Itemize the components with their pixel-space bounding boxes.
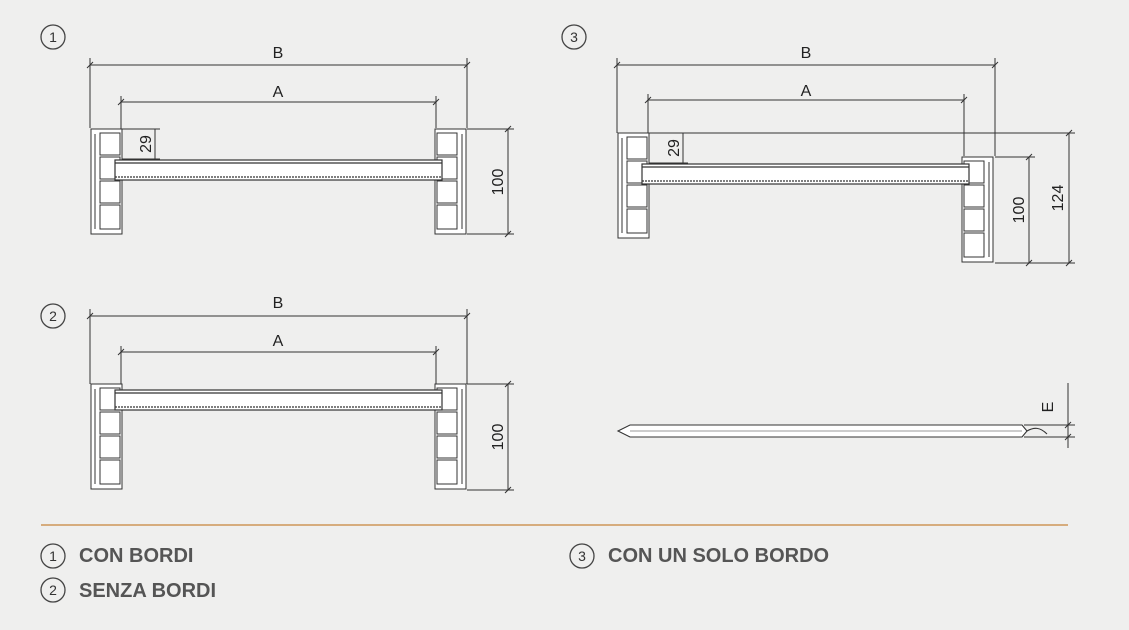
legend-number: 3 xyxy=(578,548,586,564)
legend-item-con-bordi: 1 CON BORDI xyxy=(40,543,193,569)
dimension-b-label: B xyxy=(273,295,284,312)
dimension-100-label: 100 xyxy=(1011,197,1028,224)
dimension-100 xyxy=(467,125,514,238)
legend-number: 2 xyxy=(49,582,57,598)
dimension-b-label: B xyxy=(801,45,812,62)
figure-number-badge xyxy=(40,303,66,329)
profile-bar xyxy=(616,424,1048,438)
figure-1: 1 B A 29 100 xyxy=(40,24,514,238)
legend-number-badge xyxy=(569,543,595,569)
dimension-100-label: 100 xyxy=(490,169,507,196)
figure-number-badge xyxy=(561,24,587,50)
dimension-b xyxy=(86,58,471,128)
legend-item-con-un-solo-bordo: 3 CON UN SOLO BORDO xyxy=(569,543,829,569)
dimension-b xyxy=(86,309,471,384)
dimension-a-label: A xyxy=(273,84,284,101)
dimension-a xyxy=(117,346,440,384)
legend-number: 1 xyxy=(49,548,57,564)
dimension-e-label: E xyxy=(1040,402,1057,413)
dimension-a-label: A xyxy=(273,333,284,350)
dimension-b-label: B xyxy=(273,45,284,62)
dimension-29-label: 29 xyxy=(666,139,683,157)
figure-number: 2 xyxy=(49,308,57,324)
grating-bar xyxy=(114,389,443,411)
legend-item-senza-bordi: 2 SENZA BORDI xyxy=(40,577,216,603)
left-frame xyxy=(90,128,123,235)
legend-number-badge xyxy=(40,577,66,603)
grating-bar xyxy=(114,159,443,181)
dimension-a xyxy=(644,94,968,164)
legend-number-badge xyxy=(40,543,66,569)
figure-2: 2 B A 100 xyxy=(40,295,514,494)
figure-4-profile: E xyxy=(616,383,1075,448)
dimension-100 xyxy=(467,380,514,494)
dimension-b xyxy=(613,58,999,156)
dimension-124-label: 124 xyxy=(1050,185,1067,212)
dimension-124 xyxy=(1065,129,1073,267)
legend-label: CON UN SOLO BORDO xyxy=(608,545,829,567)
dimension-a xyxy=(117,96,440,160)
left-frame xyxy=(617,132,650,239)
figure-3: 3 B A 29 100 xyxy=(561,24,1075,267)
legend-label: CON BORDI xyxy=(79,545,193,567)
dimension-29 xyxy=(648,132,1075,164)
figure-number: 1 xyxy=(49,29,57,45)
dimension-a-label: A xyxy=(801,83,812,100)
dimension-100 xyxy=(995,153,1075,267)
dimension-29-label: 29 xyxy=(138,135,155,153)
dimension-e xyxy=(1024,383,1075,448)
right-frame xyxy=(434,128,467,235)
legend-label: SENZA BORDI xyxy=(79,580,216,602)
figure-number: 3 xyxy=(570,29,578,45)
figure-number-badge xyxy=(40,24,66,50)
legend: 1 CON BORDI 2 SENZA BORDI 3 CON UN SOLO … xyxy=(40,543,829,603)
dimension-100-label: 100 xyxy=(490,424,507,451)
grating-bar xyxy=(641,163,970,185)
dimension-29 xyxy=(121,128,160,160)
